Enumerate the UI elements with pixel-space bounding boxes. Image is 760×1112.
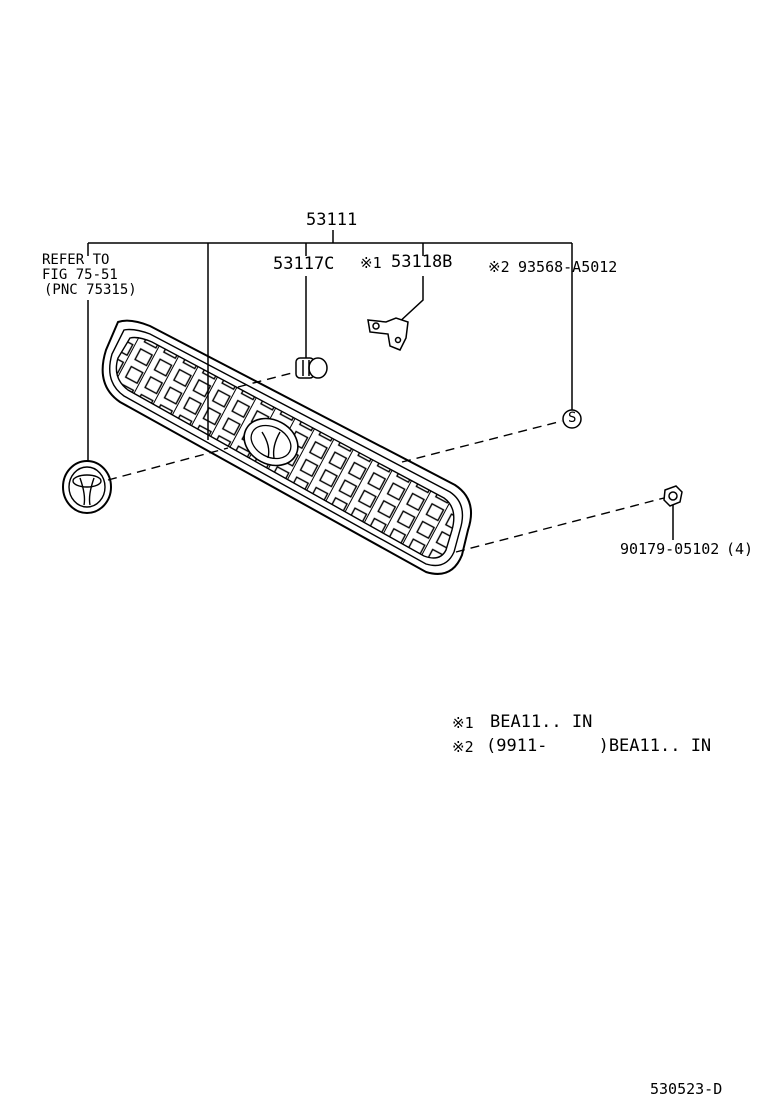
- emblem-part: [62, 460, 112, 514]
- refer-line-1: REFER TO: [42, 252, 110, 268]
- nut-part-number: 90179-05102: [620, 540, 720, 558]
- clip-part-number: 53117C: [273, 254, 335, 274]
- bracket-part: [367, 317, 409, 351]
- screw-part-number: 93568-A5012: [518, 258, 618, 276]
- screw-symbol-circle: [562, 409, 582, 429]
- nut-part: [663, 485, 683, 507]
- note-1-text: BEA11.. IN: [490, 712, 593, 732]
- leader-lines: [87, 230, 674, 540]
- radiator-grille: [101, 319, 472, 575]
- clip-part: [295, 357, 328, 379]
- dashed-lines: [107, 372, 665, 553]
- nut-quantity: (4): [726, 540, 754, 558]
- screw-symbol-letter: S: [568, 410, 577, 426]
- bracket-part-number: 53118B: [391, 252, 453, 272]
- note-2-text: (9911- )BEA11.. IN: [486, 736, 712, 756]
- note-1-mark: ※1: [452, 714, 474, 732]
- screw-mark: ※2: [488, 258, 510, 276]
- drawing-number: 530523-D: [650, 1080, 723, 1098]
- note-2-mark: ※2: [452, 738, 474, 756]
- refer-line-2: FIG 75-51: [42, 267, 118, 283]
- assembly-part-number: 53111: [306, 210, 358, 230]
- bracket-mark: ※1: [360, 254, 382, 272]
- refer-line-3: (PNC 75315): [44, 282, 137, 298]
